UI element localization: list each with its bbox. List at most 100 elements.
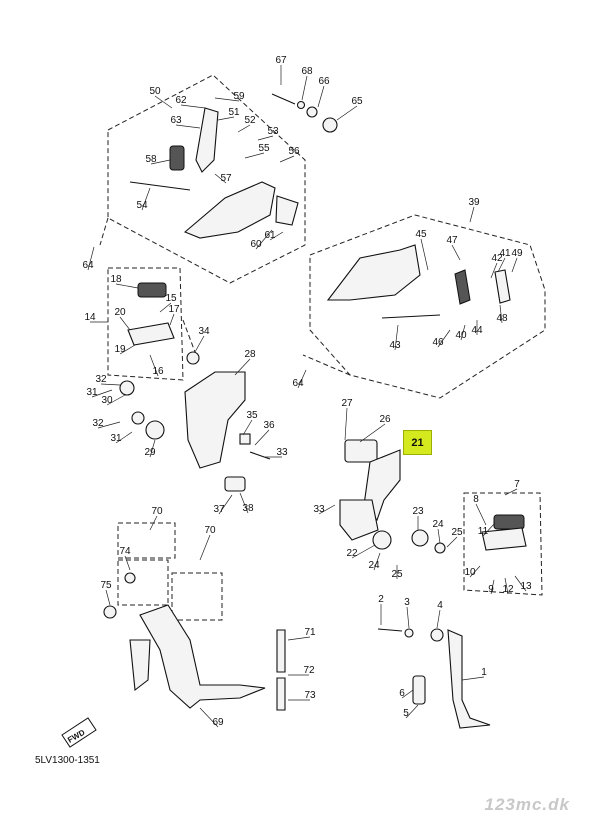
part-callout-60[interactable]: 60	[250, 239, 262, 250]
part-callout-68[interactable]: 68	[301, 66, 313, 77]
part-callout-26[interactable]: 26	[379, 414, 391, 425]
part-callout-15[interactable]: 15	[165, 293, 177, 304]
leader-line	[115, 431, 133, 444]
part-callout-11[interactable]: 11	[478, 526, 489, 537]
part-callout-67[interactable]: 67	[275, 55, 287, 66]
bolt-54	[129, 181, 191, 191]
part-callout-1[interactable]: 1	[481, 667, 487, 678]
part-callout-62[interactable]: 62	[175, 95, 187, 106]
part-callout-41[interactable]: 41	[499, 248, 511, 259]
part-callout-32[interactable]: 32	[95, 374, 107, 385]
leader-line	[119, 344, 136, 355]
part-callout-36[interactable]: 36	[263, 420, 275, 431]
part-callout-22[interactable]: 22	[346, 548, 358, 559]
part-callout-12[interactable]: 12	[502, 584, 514, 595]
part-callout-39[interactable]: 39	[468, 197, 480, 208]
part-callout-44[interactable]: 44	[471, 325, 483, 336]
part-callout-33[interactable]: 33	[276, 447, 288, 458]
part-callout-6[interactable]: 6	[399, 688, 405, 699]
part-callout-55[interactable]: 55	[258, 143, 270, 154]
part-callout-49[interactable]: 49	[511, 248, 523, 259]
part-callout-19[interactable]: 19	[114, 344, 126, 355]
part-callout-42[interactable]: 42	[491, 253, 503, 264]
part-callout-31[interactable]: 31	[110, 433, 122, 444]
part-callout-17[interactable]: 17	[168, 304, 180, 315]
part-callout-7[interactable]: 7	[514, 479, 520, 490]
part-callout-47[interactable]: 47	[446, 235, 458, 246]
part-callout-24[interactable]: 24	[432, 519, 444, 530]
part-callout-31[interactable]: 31	[86, 387, 98, 398]
part-callout-70[interactable]: 70	[204, 525, 216, 536]
part-callout-25[interactable]: 25	[391, 569, 403, 580]
part-callout-40[interactable]: 40	[455, 330, 467, 341]
part-callout-24[interactable]: 24	[368, 560, 380, 571]
part-callout-4[interactable]: 4	[437, 600, 443, 611]
part-callout-69[interactable]: 69	[212, 717, 224, 728]
group-outline-39	[309, 214, 546, 399]
part-callout-16[interactable]: 16	[152, 366, 164, 377]
part-callout-48[interactable]: 48	[496, 313, 508, 324]
part-callout-51[interactable]: 51	[228, 107, 240, 118]
part-callout-61[interactable]: 61	[264, 230, 276, 241]
highlighted-part-21[interactable]: 21	[403, 430, 432, 455]
part-callout-18[interactable]: 18	[110, 274, 122, 285]
part-callout-2[interactable]: 2	[378, 594, 384, 605]
part-callout-3[interactable]: 3	[404, 597, 410, 608]
bolt-74	[124, 572, 136, 584]
part-callout-70[interactable]: 70	[151, 506, 163, 517]
part-callout-64[interactable]: 64	[292, 378, 304, 389]
part-callout-72[interactable]: 72	[303, 665, 315, 676]
part-callout-74[interactable]: 74	[119, 546, 131, 557]
part-callout-30[interactable]: 30	[101, 395, 113, 406]
part-callout-56[interactable]: 56	[288, 146, 300, 157]
part-callout-45[interactable]: 45	[415, 229, 427, 240]
leader-line	[194, 335, 205, 353]
part-callout-9[interactable]: 9	[488, 584, 494, 595]
collar-22	[372, 530, 392, 550]
part-callout-59[interactable]: 59	[233, 91, 245, 102]
part-callout-13[interactable]: 13	[520, 581, 532, 592]
passenger-bracket-right	[326, 244, 421, 301]
leader-line	[287, 636, 311, 641]
part-callout-71[interactable]: 71	[304, 627, 316, 638]
part-callout-52[interactable]: 52	[244, 115, 256, 126]
leader-line	[234, 358, 251, 376]
leader-line	[237, 124, 251, 133]
leader-line	[149, 354, 159, 377]
part-callout-73[interactable]: 73	[304, 690, 316, 701]
rear-footrest-bracket	[183, 181, 276, 239]
part-callout-50[interactable]: 50	[149, 86, 161, 97]
part-callout-57[interactable]: 57	[220, 173, 232, 184]
part-callout-53[interactable]: 53	[267, 126, 279, 137]
part-callout-63[interactable]: 63	[170, 115, 182, 126]
part-callout-14[interactable]: 14	[84, 312, 96, 323]
part-callout-66[interactable]: 66	[318, 76, 330, 87]
leader-line	[475, 503, 487, 526]
part-callout-35[interactable]: 35	[246, 410, 258, 421]
part-callout-29[interactable]: 29	[144, 447, 156, 458]
part-callout-10[interactable]: 10	[464, 567, 476, 578]
part-callout-27[interactable]: 27	[341, 398, 353, 409]
part-callout-20[interactable]: 20	[114, 307, 126, 318]
part-callout-23[interactable]: 23	[412, 506, 424, 517]
part-callout-75[interactable]: 75	[100, 580, 112, 591]
part-callout-58[interactable]: 58	[145, 154, 157, 165]
part-callout-28[interactable]: 28	[244, 349, 256, 360]
part-callout-65[interactable]: 65	[351, 96, 363, 107]
part-callout-46[interactable]: 46	[432, 337, 444, 348]
part-callout-32[interactable]: 32	[92, 418, 104, 429]
spring-71	[276, 629, 286, 673]
part-callout-54[interactable]: 54	[136, 200, 148, 211]
part-callout-64[interactable]: 64	[82, 260, 94, 271]
leader-line	[351, 544, 376, 559]
leader-line	[218, 494, 233, 515]
part-callout-37[interactable]: 37	[213, 504, 225, 515]
part-callout-43[interactable]: 43	[389, 340, 401, 351]
part-callout-38[interactable]: 38	[242, 503, 254, 514]
part-callout-5[interactable]: 5	[403, 708, 409, 719]
part-callout-25[interactable]: 25	[451, 527, 463, 538]
part-callout-8[interactable]: 8	[473, 494, 479, 505]
leader-line	[150, 159, 171, 165]
part-callout-34[interactable]: 34	[198, 326, 210, 337]
part-callout-33[interactable]: 33	[313, 504, 325, 515]
